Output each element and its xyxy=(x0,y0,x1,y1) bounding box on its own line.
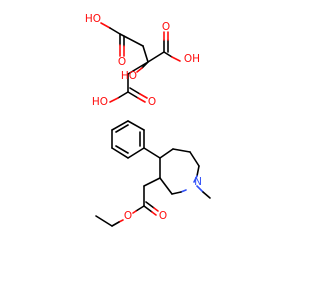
bond-n-me xyxy=(196,185,204,193)
chemical-structure-diagram: HO O O OH HO HO O xyxy=(85,13,211,227)
bond-c1-c2 xyxy=(119,33,144,47)
az-bond-2 xyxy=(172,148,191,153)
atom-label-ho-left: HO xyxy=(92,96,108,108)
bond-cco-o-dbl-a xyxy=(143,205,153,213)
az-bond-4 xyxy=(196,165,200,177)
bond-c3-c5 xyxy=(127,61,149,75)
bond-oh-c1 xyxy=(100,22,111,29)
structure-canvas: HO O O OH HO HO O xyxy=(84,13,211,227)
bond-cco-o-dbl-b xyxy=(145,201,155,209)
az-bond-6 xyxy=(159,177,173,195)
bond-cco-o-b xyxy=(132,210,137,214)
bond-c3-c4 xyxy=(147,51,165,63)
ph-bond-1 xyxy=(127,147,145,159)
azepane-ring xyxy=(159,148,200,195)
bond-ph-cq xyxy=(143,147,161,159)
az-bond-4n xyxy=(193,175,198,183)
bond-c6-oh xyxy=(117,91,129,99)
az-bond-5n xyxy=(180,189,187,193)
bond-c2-c3 xyxy=(142,45,149,63)
bond-c6-o-dbl-a2 xyxy=(137,97,146,103)
bond-o-et-b xyxy=(111,221,120,227)
ph-bond-4 xyxy=(111,120,129,131)
ph-bond-6 xyxy=(111,147,129,159)
bond-c6-o-dbl-a xyxy=(127,91,139,99)
bond-c6-o-dbl-b2 xyxy=(139,93,148,99)
az-bond-1 xyxy=(159,148,174,159)
ph-inner-3 xyxy=(115,145,129,154)
atom-label-oh-right: OH xyxy=(184,53,200,65)
bond-et xyxy=(95,215,113,227)
bond-oh-c1-b xyxy=(109,27,121,35)
bond-cco-o-dbl-a2 xyxy=(151,211,157,216)
citric-acid-molecule: HO O O OH HO HO O xyxy=(85,13,200,108)
az-bond-5 xyxy=(171,191,182,195)
atom-label-n: N xyxy=(194,176,202,188)
bond-cq-ch2 xyxy=(143,177,161,187)
az-bond-3 xyxy=(189,151,200,167)
atom-label-ho-mid: HO xyxy=(121,70,137,82)
phenyl-ring xyxy=(111,120,145,159)
bond-c6-o-dbl-b xyxy=(129,87,141,95)
atom-label-o-left: O xyxy=(148,96,156,108)
ph-bond-3 xyxy=(127,120,145,131)
atom-label-o-carbonyl: O xyxy=(159,210,167,222)
atom-label-o-ester: O xyxy=(124,210,132,222)
bond-cco-o-dbl-b2 xyxy=(153,207,159,212)
bond-c3-oh-b xyxy=(136,67,143,73)
bond-c4-oh-b xyxy=(171,56,181,62)
atom-label-o-top: O xyxy=(118,56,126,68)
azepane-ester-molecule: N O O xyxy=(95,120,211,227)
bond-n-me-b xyxy=(202,191,211,199)
bond-c6-oh-b xyxy=(109,97,119,103)
bond-cco-o xyxy=(135,205,145,212)
atom-label-ho-top: HO xyxy=(85,13,101,25)
atom-label-o-right: O xyxy=(162,21,170,33)
bond-c4-oh xyxy=(163,51,173,58)
ph-inner-2 xyxy=(115,124,129,133)
